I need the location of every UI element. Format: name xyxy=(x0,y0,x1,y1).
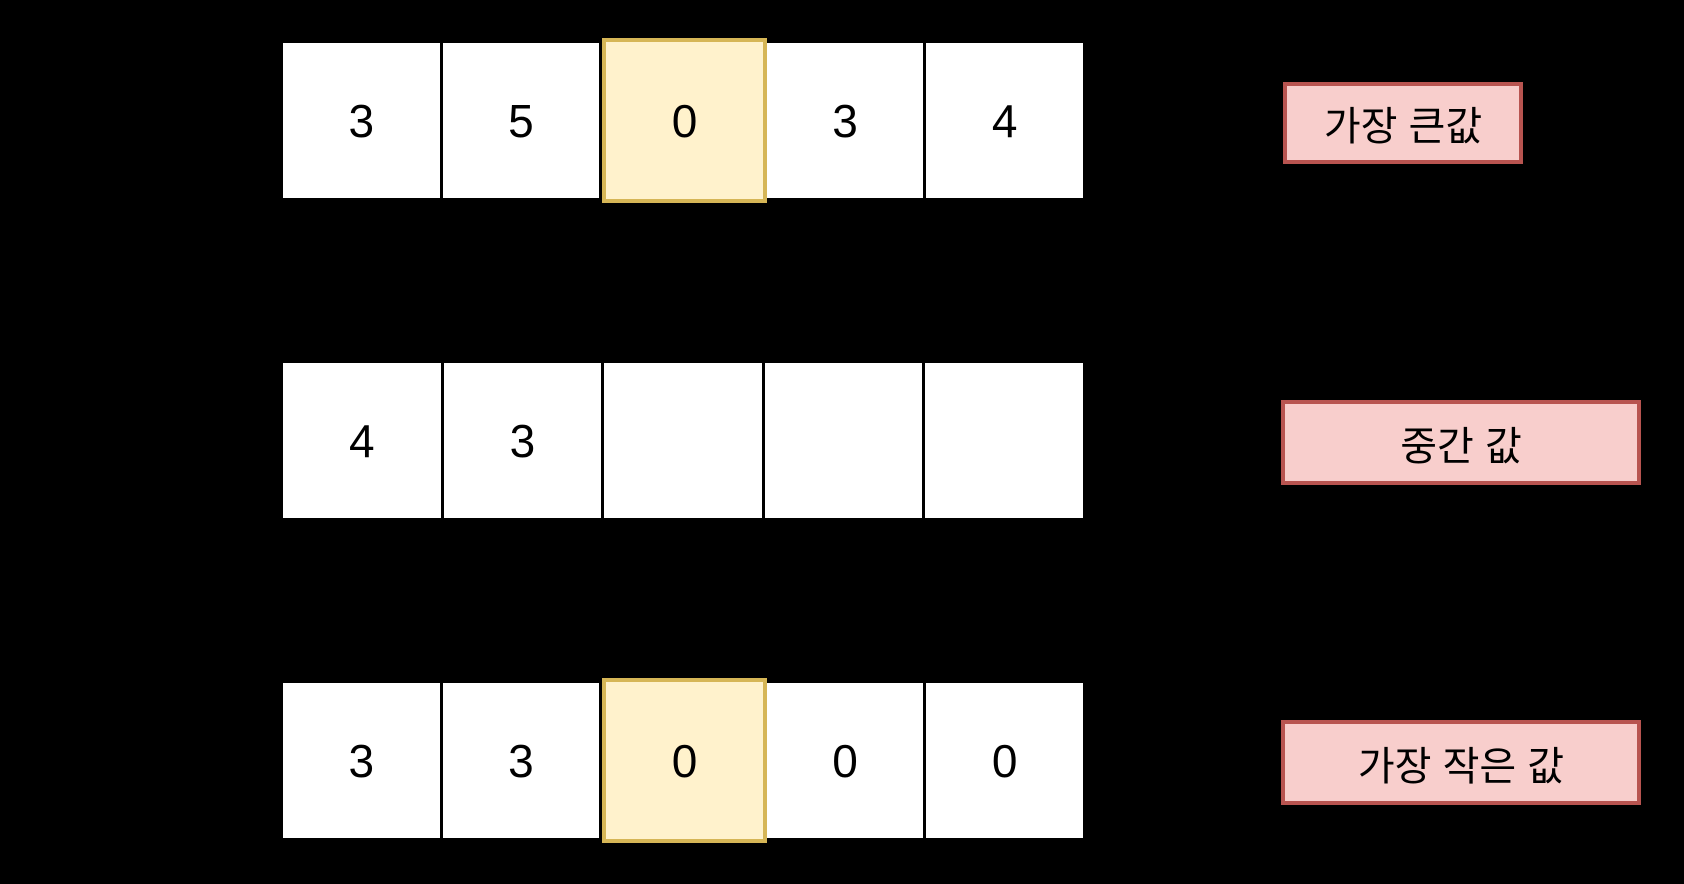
array-cell-highlighted: 0 xyxy=(602,38,767,203)
array-row-largest: 3 5 0 3 4 xyxy=(283,38,1083,203)
array-cell: 4 xyxy=(926,43,1083,198)
label-text: 가장 작은 값 xyxy=(1357,744,1565,789)
array-cell: 3 xyxy=(283,43,443,198)
label-text: 중간 값 xyxy=(1400,424,1522,469)
array-cell: 3 xyxy=(766,43,927,198)
array-cell: 3 xyxy=(283,683,443,838)
array-row-smallest: 3 3 0 0 0 xyxy=(283,678,1083,843)
array-cell-empty xyxy=(925,363,1083,518)
array-cell: 0 xyxy=(766,683,927,838)
label-box-middle-value: 중간 값 xyxy=(1281,400,1641,485)
array-cell-empty xyxy=(604,363,765,518)
array-cell-empty xyxy=(764,363,926,518)
array-cell: 0 xyxy=(926,683,1083,838)
array-cell: 3 xyxy=(442,683,603,838)
label-box-smallest-value: 가장 작은 값 xyxy=(1281,720,1641,805)
array-cell-highlighted: 0 xyxy=(602,678,767,843)
array-cell: 3 xyxy=(443,363,605,518)
array-cell: 4 xyxy=(283,363,444,518)
label-box-largest-value: 가장 큰값 xyxy=(1283,82,1523,164)
array-row-middle: 4 3 xyxy=(283,363,1083,518)
array-cell: 5 xyxy=(442,43,603,198)
label-text: 가장 큰값 xyxy=(1323,105,1483,149)
